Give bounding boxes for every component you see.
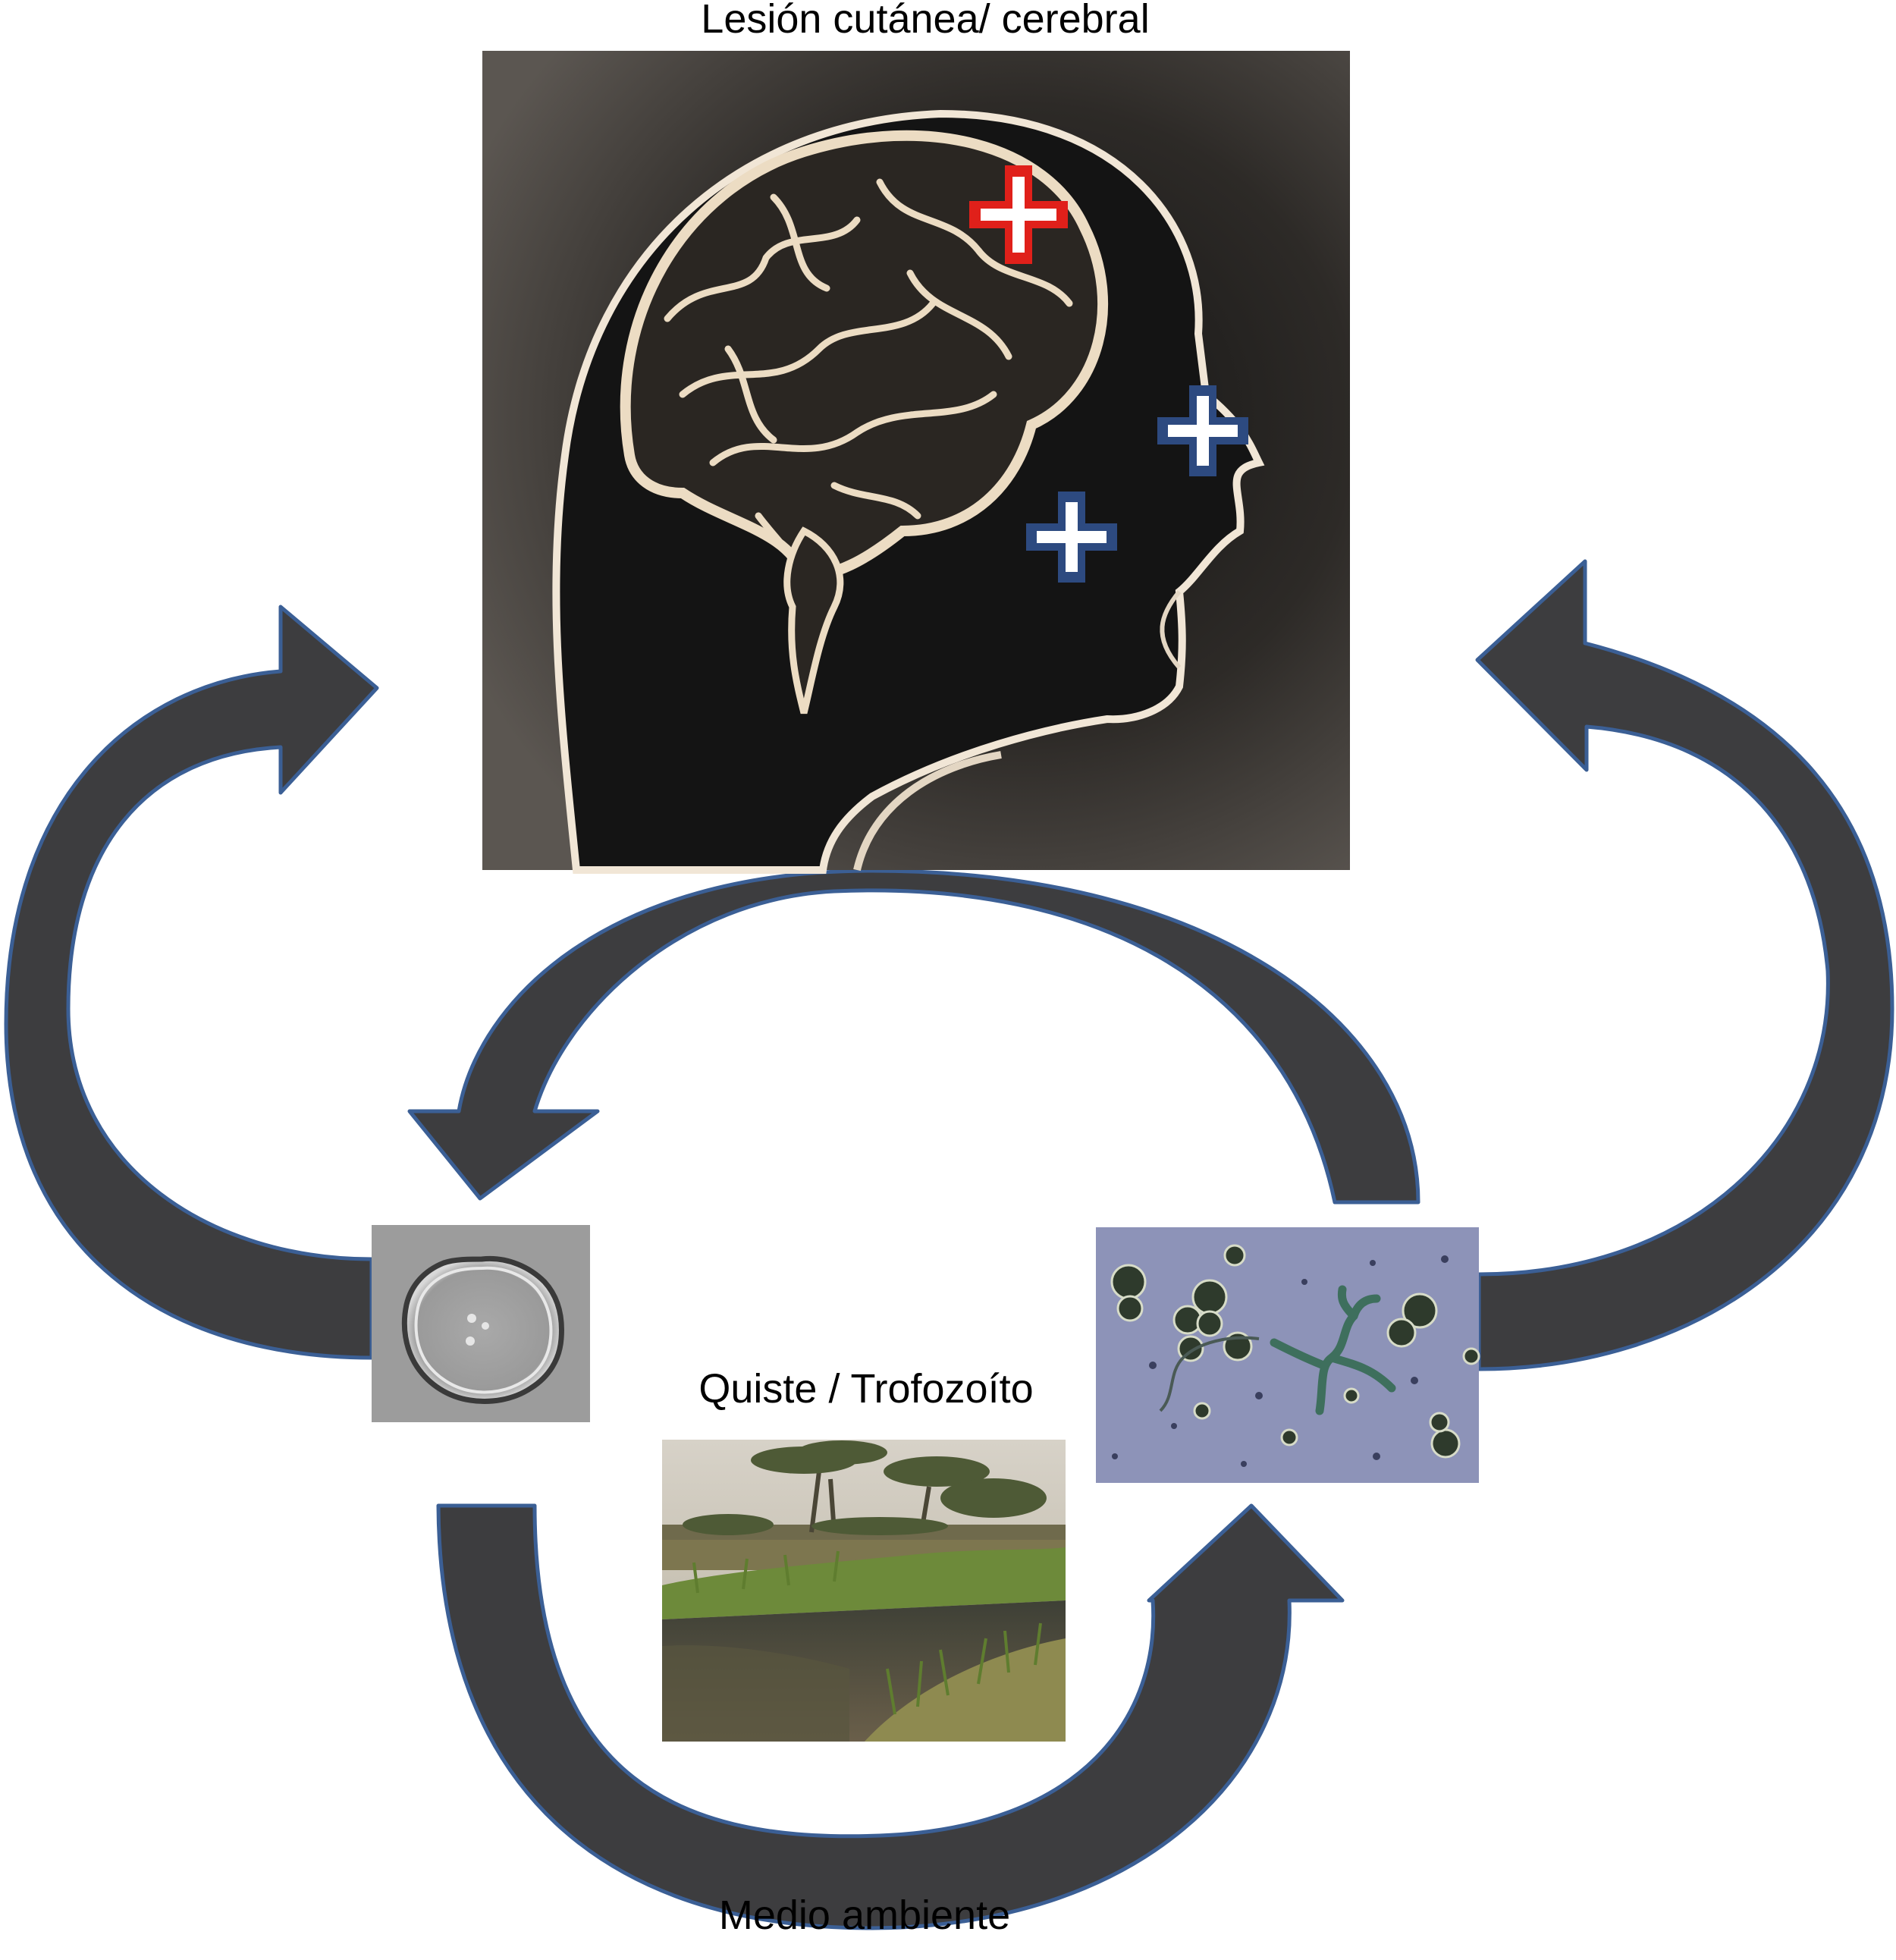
red-cross-icon — [969, 165, 1068, 264]
brainstem — [783, 526, 844, 715]
head-brain-image — [482, 51, 1350, 874]
label-environment: Medio ambiente — [718, 1892, 1011, 1938]
environment-photo — [662, 1440, 1066, 1742]
cyst-micrograph — [372, 1225, 590, 1422]
blue-cross-icon — [1157, 385, 1248, 476]
arrow-top-inner — [407, 868, 1420, 1205]
blue-cross-icon — [1026, 492, 1117, 583]
label-cyst-trophozoite: Quiste / Trofozoíto — [698, 1366, 1034, 1412]
arrow-bottom-inner — [436, 1503, 1345, 1930]
lip-line — [1160, 590, 1182, 669]
brain-folds — [664, 178, 1073, 611]
arrow-right-outer — [1475, 559, 1894, 1371]
arrow-left-outer — [4, 605, 379, 1360]
brain-shape — [620, 130, 1109, 583]
label-skin-brain-lesion: Lesión cutánea/ cerebral — [701, 0, 1150, 42]
neck-line — [853, 751, 1002, 872]
trophozoite-micrograph — [1096, 1227, 1480, 1483]
